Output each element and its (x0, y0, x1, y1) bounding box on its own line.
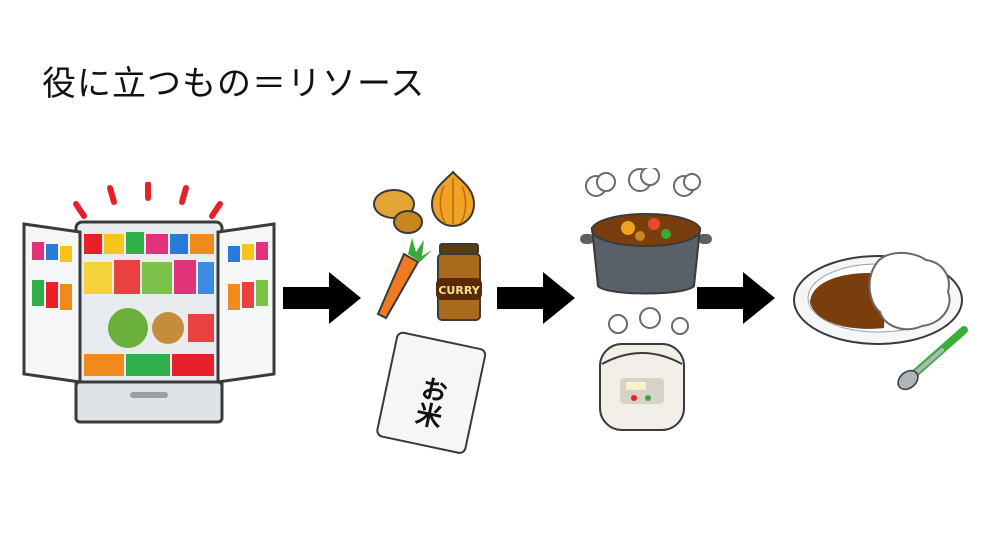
arrow-right-icon (497, 272, 575, 324)
curry-label: CURRY (438, 284, 480, 297)
curry-rice-icon (793, 252, 968, 391)
arrow-right-icon (283, 272, 361, 324)
fridge-icon (22, 182, 276, 424)
arrow-right-icon (697, 272, 775, 324)
slide-title: 役に立つもの＝リソース (42, 64, 426, 104)
ingredients-icon: CURRY お米 (373, 170, 487, 454)
alert-marks (73, 182, 223, 219)
fridge-food (32, 232, 268, 376)
cooking-icon (580, 168, 712, 431)
